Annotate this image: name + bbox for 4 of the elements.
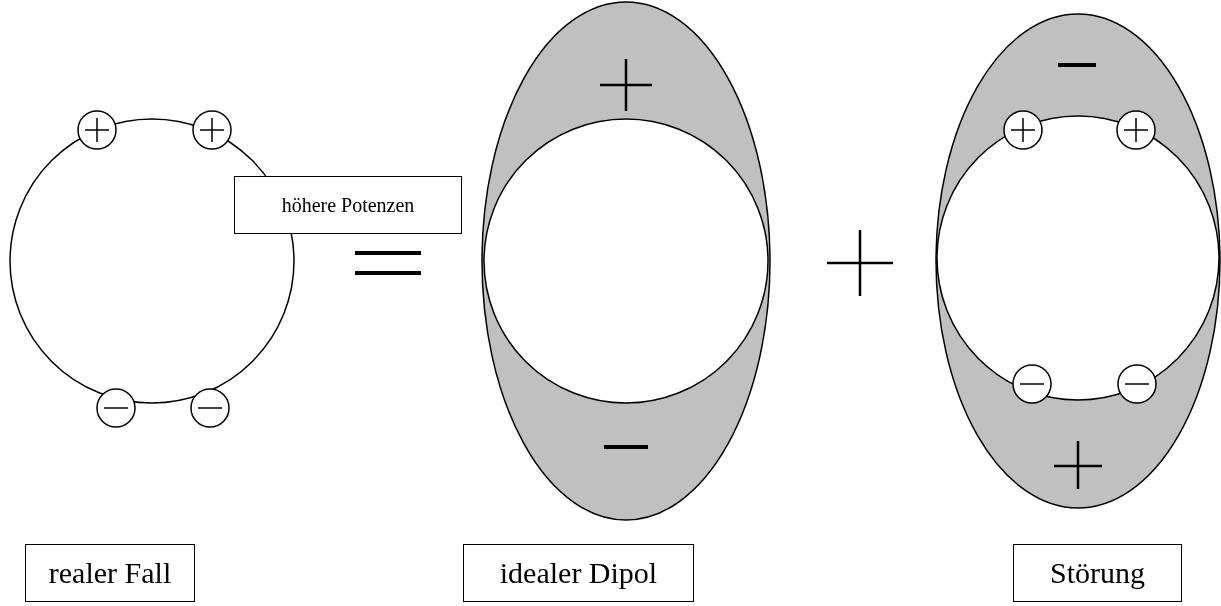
label-box: idealer Dipol: [463, 544, 694, 602]
label-box: höhere Potenzen: [234, 176, 462, 234]
label-box: Störung: [1013, 544, 1182, 602]
label-box: realer Fall: [25, 544, 195, 602]
